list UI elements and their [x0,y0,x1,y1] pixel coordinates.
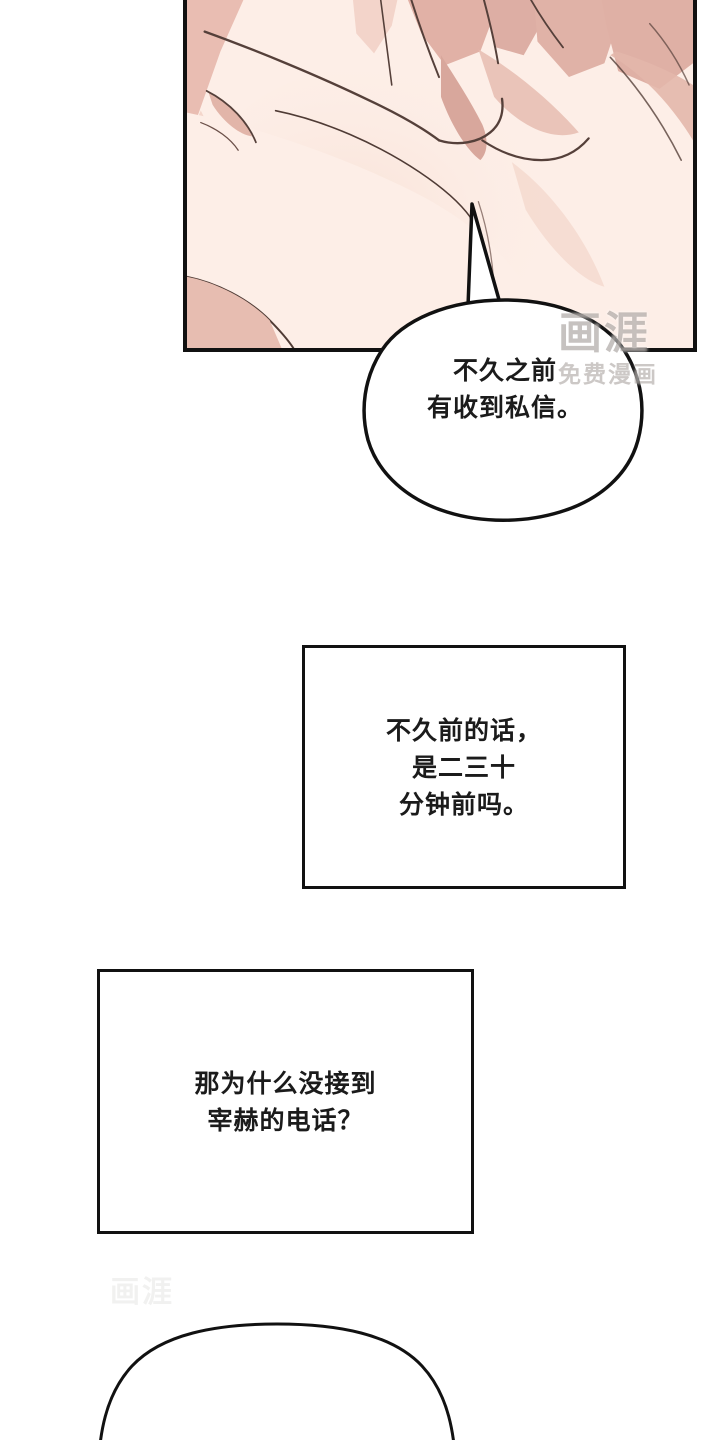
narration-line-2: 是二三十 [411,752,516,782]
narration-line-3: 分钟前吗。 [398,789,529,819]
watermark-brand-faint: 画涯 [110,1276,290,1310]
comic-art-illustration [187,0,693,348]
narration-box-time: 不久前的话， 是二三十 分钟前吗。 [302,645,626,889]
comic-art-panel [183,0,697,352]
narration-box-question: 那为什么没接到 宰赫的电话？ [97,969,474,1234]
speech-bubble-line-2: 有收到私信。 [426,393,583,422]
narration-line-1: 那为什么没接到 [194,1068,377,1098]
watermark-logo-text-faint: 画涯 [110,1275,174,1310]
narration-line-2: 宰赫的电话？ [207,1105,364,1135]
speech-bubble-shape [362,202,644,522]
speech-bubble: 不久之前 有收到私信。 [352,196,658,544]
narration-line-1: 不久前的话， [385,715,542,745]
speech-bubble-text: 不久之前 有收到私信。 [352,352,658,426]
bottom-speech-bubble-shape [99,1322,455,1440]
narration-box-question-text: 那为什么没接到 宰赫的电话？ [194,1065,376,1139]
speech-bubble-line-1: 不久之前 [452,356,557,385]
narration-box-time-text: 不久前的话， 是二三十 分钟前吗。 [386,712,542,823]
bottom-speech-bubble [96,1322,458,1440]
